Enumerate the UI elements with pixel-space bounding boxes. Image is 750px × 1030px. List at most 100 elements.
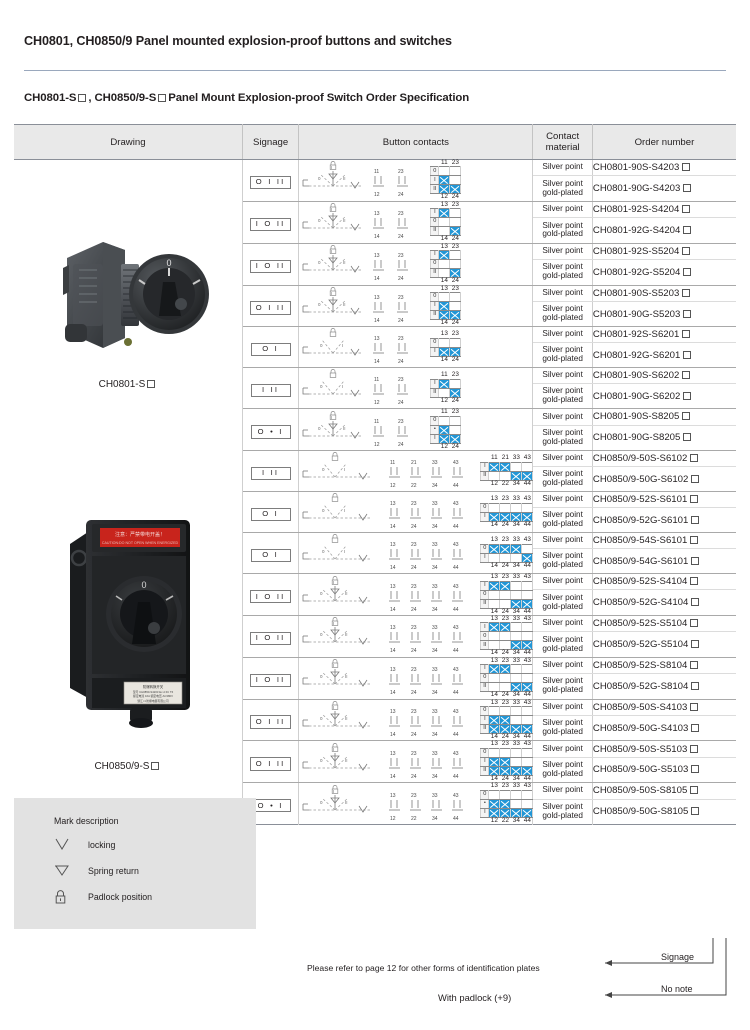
- svg-text:I: I: [333, 747, 334, 752]
- order-checkbox[interactable]: [682, 205, 691, 214]
- mark-item-label: Padlock position: [88, 892, 153, 902]
- contact-matrix: 0•I: [480, 789, 534, 818]
- matrix-bottom-label: 24: [501, 774, 509, 782]
- matrix-col-label: 43: [523, 536, 531, 544]
- svg-text:23: 23: [411, 625, 417, 631]
- table-header-row: Drawing Signage Button contacts Contact …: [14, 124, 736, 161]
- matrix-cell-closed: [449, 346, 462, 357]
- svg-text:14: 14: [374, 234, 380, 240]
- svg-text:II: II: [345, 591, 348, 596]
- matrix-bottom-label: 34: [512, 561, 520, 569]
- order-checkbox[interactable]: [691, 515, 700, 524]
- matrix-col-label: 11: [441, 159, 448, 167]
- matrix-row: I: [480, 807, 534, 818]
- order-checkbox[interactable]: [690, 786, 699, 795]
- matrix-bottom-label: 24: [451, 396, 459, 404]
- matrix-col-label: 43: [523, 454, 531, 462]
- matrix-cell-closed: [449, 433, 462, 444]
- order-checkbox[interactable]: [691, 556, 700, 565]
- order-checkbox[interactable]: [690, 744, 699, 753]
- drawing-cell-ch0850: 注意：严禁带电开盖！ CAUTION:DO NOT OPEN WHEN ENER…: [14, 450, 243, 825]
- svg-text:0: 0: [320, 632, 323, 637]
- matrix-bottom-label: 14: [440, 235, 448, 243]
- signage-cell: I O II: [241, 201, 300, 244]
- order-checkbox[interactable]: [682, 371, 691, 380]
- svg-text:12: 12: [390, 816, 396, 822]
- svg-text:13: 13: [374, 253, 380, 259]
- order-checkbox[interactable]: [691, 807, 700, 816]
- matrix-bottom-label: 24: [451, 193, 459, 201]
- order-checkbox[interactable]: [690, 577, 699, 586]
- order-checkbox[interactable]: [690, 536, 699, 545]
- order-checkbox[interactable]: [691, 474, 700, 483]
- leader-label-no-note: No note: [661, 984, 693, 994]
- order-checkbox[interactable]: [683, 350, 692, 359]
- svg-text:44: 44: [453, 607, 459, 613]
- matrix-bottom-label: 22: [501, 816, 509, 824]
- order-cell: CH0801-92S-S6201: [591, 326, 736, 344]
- svg-text:34: 34: [432, 565, 438, 571]
- matrix-bottom-label: 34: [512, 520, 520, 528]
- svg-text:34: 34: [432, 816, 438, 822]
- signage-plate: I II: [250, 383, 291, 398]
- order-checkbox[interactable]: [683, 225, 692, 234]
- matrix-bottom-label: 44: [523, 691, 531, 699]
- order-cell: CH0801-92G-S6201: [591, 342, 736, 369]
- order-checkbox[interactable]: [690, 702, 699, 711]
- signage-cell: O I II: [241, 699, 300, 742]
- svg-text:14: 14: [390, 607, 396, 613]
- signage-plate: O • I: [250, 799, 291, 813]
- order-checkbox[interactable]: [682, 330, 691, 339]
- order-checkbox[interactable]: [683, 391, 692, 400]
- order-checkbox[interactable]: [690, 660, 699, 669]
- order-cell: CH0850/9-52S-S8104: [591, 657, 736, 675]
- order-checkbox[interactable]: [682, 412, 691, 421]
- svg-text:0: 0: [322, 549, 325, 554]
- matrix-col-label: 13: [490, 573, 498, 581]
- matrix-cell-closed: [449, 226, 462, 237]
- order-checkbox[interactable]: [682, 288, 691, 297]
- order-checkbox[interactable]: [691, 598, 700, 607]
- order-checkbox[interactable]: [691, 640, 700, 648]
- order-cell: CH0801-90G-S8205: [591, 425, 736, 452]
- svg-text:I: I: [331, 415, 332, 420]
- order-checkbox[interactable]: [682, 246, 691, 255]
- signage-plate: O I: [250, 342, 291, 357]
- order-checkbox[interactable]: [683, 433, 692, 442]
- order-checkbox[interactable]: [683, 309, 692, 318]
- spring-return-icon: [54, 864, 88, 877]
- matrix-col-label: 13: [490, 536, 498, 544]
- matrix-col-label: 23: [501, 656, 509, 664]
- order-checkbox[interactable]: [691, 681, 700, 690]
- order-checkbox[interactable]: [690, 495, 699, 504]
- order-checkbox[interactable]: [691, 765, 700, 774]
- order-checkbox[interactable]: [682, 163, 691, 172]
- order-checkbox[interactable]: [690, 619, 699, 628]
- checkbox-placeholder-icon: [151, 762, 160, 771]
- matrix-col-label: 23: [501, 614, 509, 622]
- matrix-col-label: 43: [523, 740, 531, 748]
- matrix-col-label: 33: [512, 536, 520, 544]
- order-checkbox[interactable]: [690, 454, 699, 463]
- order-checkbox[interactable]: [683, 184, 692, 193]
- svg-text:23: 23: [398, 169, 404, 175]
- svg-text:0: 0: [318, 426, 321, 431]
- order-checkbox[interactable]: [683, 267, 692, 276]
- matrix-bottom-label: 24: [501, 732, 509, 740]
- col-header-material: Contact material: [532, 124, 593, 161]
- order-checkbox[interactable]: [691, 723, 700, 732]
- matrix-row: II: [480, 682, 534, 693]
